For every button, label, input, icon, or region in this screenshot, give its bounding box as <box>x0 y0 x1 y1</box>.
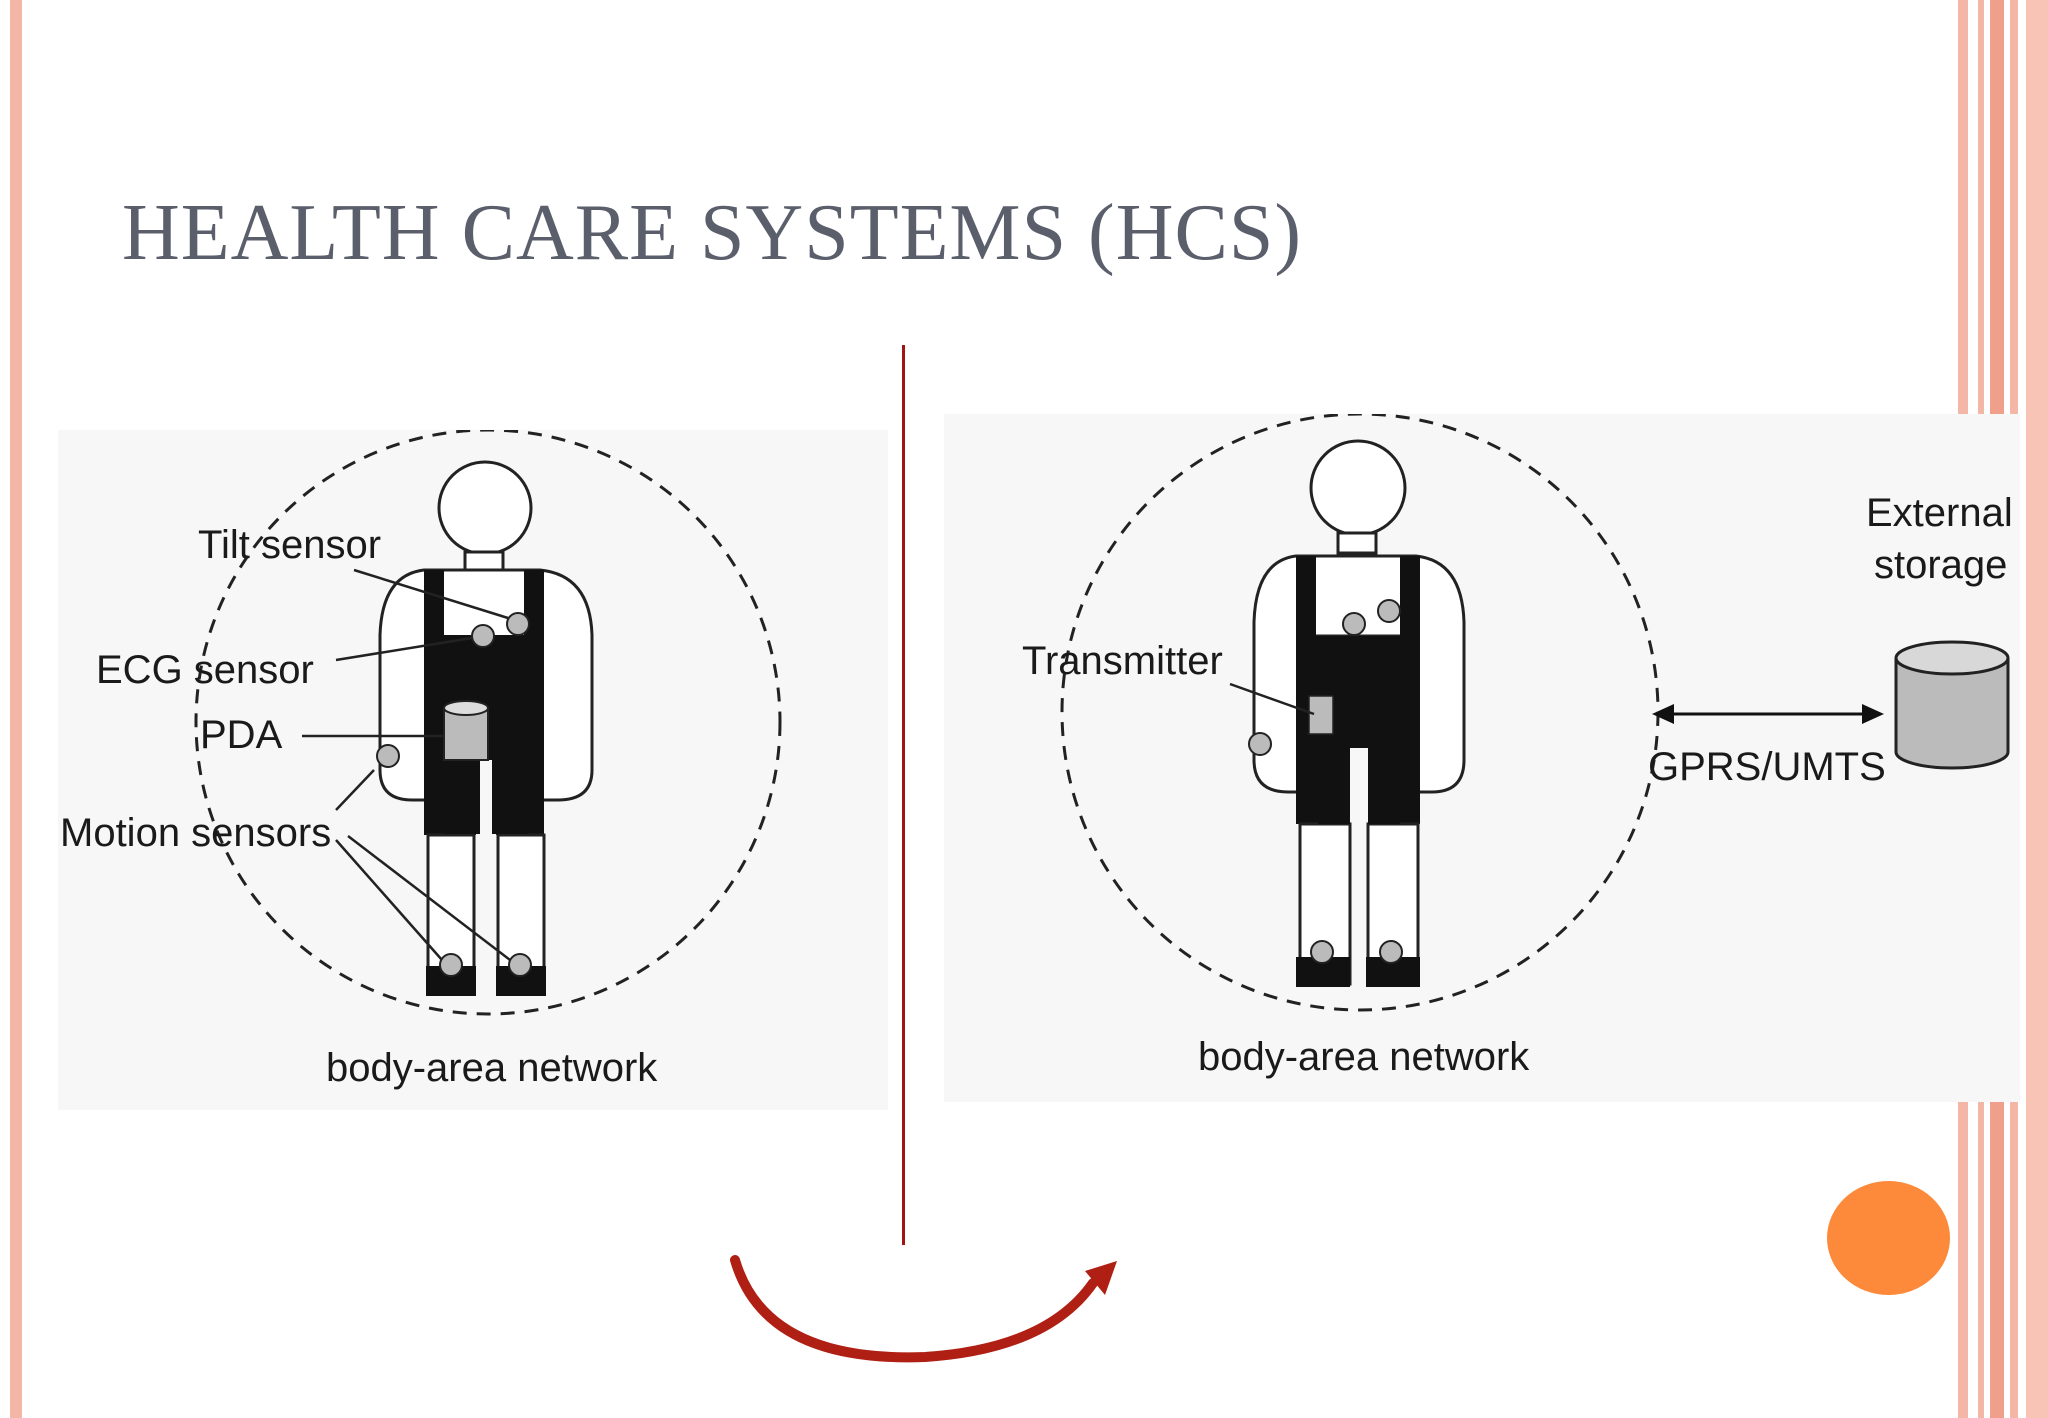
right-ankle-sensor-dot <box>1379 940 1403 964</box>
gprs-umts-double-arrow <box>1652 704 1884 724</box>
arm-motion-sensor-dot <box>376 744 400 768</box>
transmitter-leader-line <box>1229 682 1315 716</box>
left-ankle-motion-sensor-dot <box>439 953 463 977</box>
tilt-sensor-label: Tilt sensor <box>198 523 381 567</box>
slide-title: HEALTH CARE SYSTEMS (HCS) <box>122 189 1302 277</box>
ecg-sensor-label: ECG sensor <box>96 648 314 692</box>
gprs-umts-label: GPRS/UMTS <box>1648 745 1886 789</box>
human-figure <box>1252 439 1466 987</box>
transmitter-device <box>1308 695 1334 735</box>
tilt-sensor-dot <box>506 612 530 636</box>
leader-lines <box>302 568 511 961</box>
right-body-area-network-figure: Transmitter External storage GPRS/UMTS b… <box>944 414 2020 1102</box>
chest-sensor-dot-2 <box>1377 599 1401 623</box>
pda-device-icon <box>443 700 489 761</box>
left-border-stripe <box>10 0 22 1418</box>
arm-sensor-dot <box>1248 732 1272 756</box>
left-ankle-sensor-dot <box>1310 940 1334 964</box>
right-border-stripe-5 <box>2026 0 2048 1418</box>
curved-arrow-icon <box>725 1245 1125 1370</box>
right-ankle-motion-sensor-dot <box>508 953 532 977</box>
left-body-area-network-figure: Tilt sensor ECG sensor PDA Motion sensor… <box>58 430 888 1110</box>
left-caption: body-area network <box>326 1046 658 1090</box>
chest-sensor-dot-1 <box>1342 612 1366 636</box>
ecg-sensor-dot <box>471 624 495 648</box>
pda-label: PDA <box>200 713 283 757</box>
right-caption: body-area network <box>1198 1035 1530 1079</box>
body-area-boundary <box>194 430 782 1016</box>
external-storage-label-line1: External <box>1866 491 2013 535</box>
motion-sensors-label: Motion sensors <box>60 811 331 855</box>
orange-circle-decoration <box>1827 1181 1950 1295</box>
vertical-divider <box>902 345 905 1245</box>
external-storage-cylinder-icon <box>1894 640 2010 770</box>
external-storage-label-line2: storage <box>1874 543 2007 587</box>
transmitter-label: Transmitter <box>1022 639 1223 683</box>
